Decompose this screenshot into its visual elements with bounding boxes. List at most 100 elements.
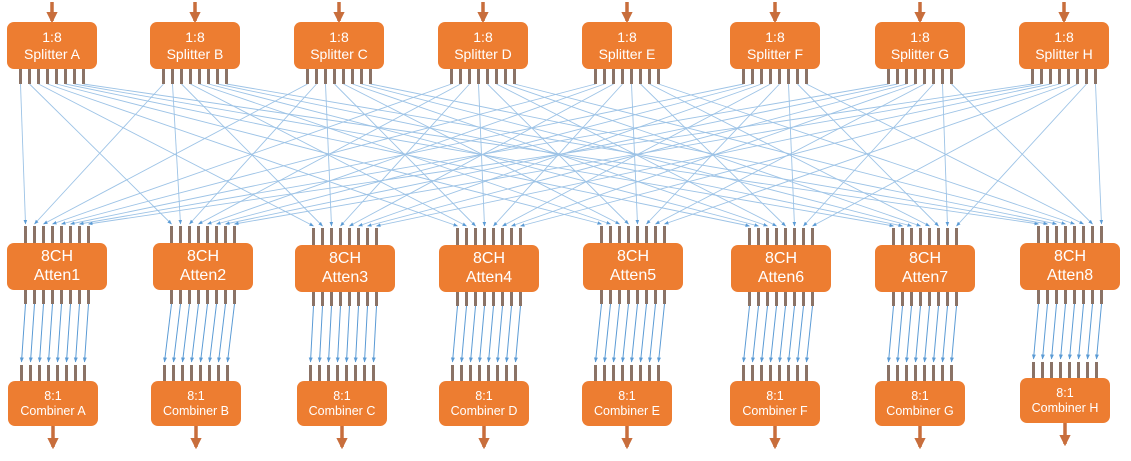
combiner-name: Combiner H: [1031, 400, 1099, 415]
combiner-ratio: 8:1: [618, 389, 636, 404]
port-stub: [20, 365, 23, 381]
port-stub: [1064, 290, 1067, 304]
port-stub: [459, 69, 462, 84]
port-stub: [483, 228, 486, 245]
combiner-ratio: 8:1: [766, 389, 784, 404]
port-stub: [1046, 290, 1049, 304]
port-stub: [456, 228, 459, 245]
port-stub: [69, 290, 72, 304]
port-stub: [189, 69, 192, 84]
port-stub: [163, 365, 166, 381]
mesh-line: [61, 83, 596, 225]
port-stub: [901, 228, 904, 245]
channel-link: [181, 303, 190, 363]
mesh-line: [43, 83, 308, 225]
port-stub: [1055, 290, 1058, 304]
combiner-d: 8:1 Combiner D: [439, 381, 529, 426]
port-stub: [348, 292, 351, 306]
channel-link: [638, 303, 647, 363]
port-stub: [60, 226, 63, 243]
port-stub: [366, 228, 369, 245]
port-stub: [645, 290, 648, 304]
port-stub: [955, 292, 958, 306]
port-stub: [1037, 226, 1040, 243]
port-stub: [87, 290, 90, 304]
port-stub: [778, 365, 781, 381]
port-stub: [73, 69, 76, 84]
port-stub: [937, 228, 940, 245]
port-stub: [787, 69, 790, 84]
mesh-line: [172, 83, 183, 225]
port-stub: [1100, 226, 1103, 243]
port-stub: [180, 69, 183, 84]
port-stub: [654, 290, 657, 304]
port-stub: [955, 228, 958, 245]
port-stub: [600, 226, 603, 243]
port-stub: [375, 292, 378, 306]
port-stub: [594, 69, 597, 84]
port-stub: [751, 69, 754, 84]
channel-link: [326, 305, 332, 363]
port-stub: [923, 365, 926, 381]
splitter-ratio: 1:8: [185, 29, 205, 46]
combiner-b: 8:1 Combiner B: [151, 381, 241, 426]
port-stub: [760, 69, 763, 84]
channel-link: [750, 305, 759, 363]
port-stub: [28, 69, 31, 84]
attenuator-7: 8CH Atten7: [875, 245, 975, 292]
port-stub: [345, 365, 348, 381]
port-stub: [42, 290, 45, 304]
port-stub: [1086, 362, 1089, 378]
port-stub: [1040, 69, 1043, 84]
port-stub: [603, 365, 606, 381]
port-stub: [663, 290, 666, 304]
splitter-ratio: 1:8: [42, 29, 62, 46]
mesh-line: [520, 83, 1060, 227]
port-stub: [339, 292, 342, 306]
port-stub: [941, 365, 944, 381]
port-stub: [928, 228, 931, 245]
port-stub: [1068, 362, 1071, 378]
channel-link: [477, 305, 485, 363]
port-stub: [905, 365, 908, 381]
port-stub: [354, 365, 357, 381]
port-stub: [639, 69, 642, 84]
port-stub: [748, 292, 751, 306]
port-stub: [469, 365, 472, 381]
port-stub: [766, 228, 769, 245]
port-stub: [225, 69, 228, 84]
port-stub: [932, 69, 935, 84]
port-stub: [366, 292, 369, 306]
port-stub: [621, 365, 624, 381]
channel-link: [217, 303, 226, 363]
port-stub: [487, 365, 490, 381]
port-stub: [460, 365, 463, 381]
port-stub: [477, 69, 480, 84]
port-stub: [233, 290, 236, 304]
mesh-line: [956, 83, 1087, 227]
port-stub: [923, 69, 926, 84]
port-stub: [42, 226, 45, 243]
port-stub: [1064, 226, 1067, 243]
channel-link: [163, 303, 172, 363]
port-stub: [796, 365, 799, 381]
channel-link: [904, 305, 912, 363]
port-stub: [501, 292, 504, 306]
port-stub: [197, 226, 200, 243]
port-stub: [312, 228, 315, 245]
combiner-a: 8:1 Combiner A: [8, 381, 98, 426]
channel-link: [459, 305, 467, 363]
channel-link: [64, 303, 71, 363]
port-stub: [215, 290, 218, 304]
channel-link: [949, 305, 957, 363]
port-stub: [1073, 290, 1076, 304]
atten-name: Atten4: [465, 268, 513, 286]
port-stub: [805, 365, 808, 381]
port-stub: [474, 292, 477, 306]
channel-link: [226, 303, 235, 363]
combiner-name: Combiner B: [163, 403, 229, 418]
port-stub: [315, 69, 318, 84]
port-stub: [896, 365, 899, 381]
port-stub: [321, 292, 324, 306]
port-stub: [505, 365, 508, 381]
